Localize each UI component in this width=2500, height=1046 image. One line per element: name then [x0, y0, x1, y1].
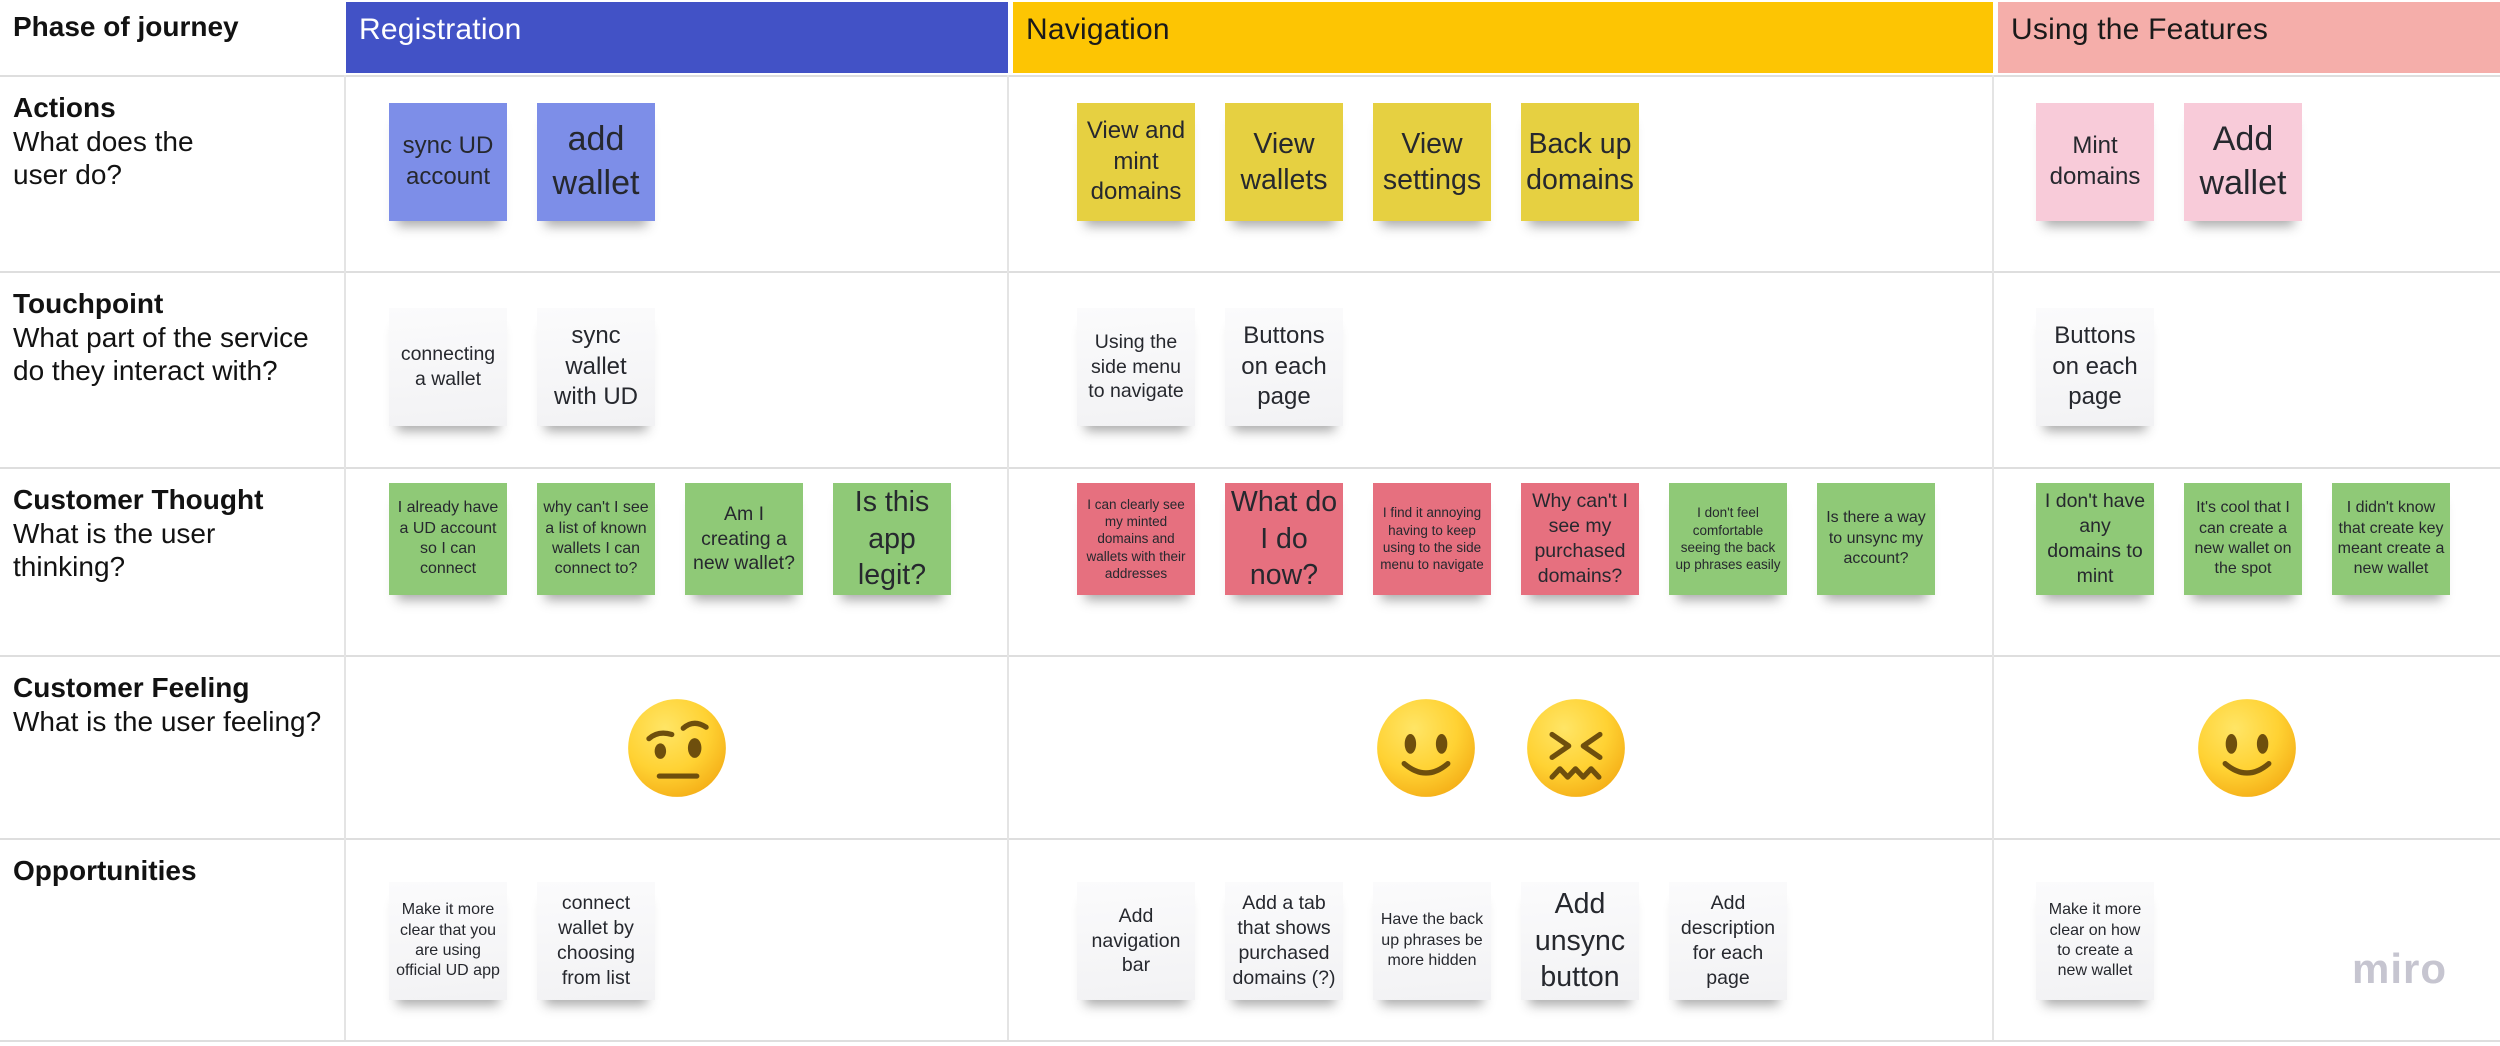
row-title: Actions [13, 92, 116, 123]
sticky-note[interactable]: I don't feel comfortable seeing the back… [1669, 483, 1787, 595]
sticky-note[interactable]: Have the back up phrases be more hidden [1373, 882, 1491, 1000]
row-title: Phase of journey [13, 11, 239, 42]
row-title: Customer Feeling [13, 672, 250, 703]
cell-registration-feelings [346, 657, 1008, 838]
sticky-note[interactable]: sync UD account [389, 103, 507, 221]
sticky-note[interactable]: Mint domains [2036, 103, 2154, 221]
row-label-touchpoint: Touchpoint What part of the service do t… [0, 271, 345, 388]
sticky-note[interactable]: why can't I see a list of known wallets … [537, 483, 655, 595]
row-title: Touchpoint [13, 288, 164, 319]
cell-registration-thoughts: I already have a UD account so I can con… [346, 469, 1008, 653]
cell-navigation-thoughts: I can clearly see my minted domains and … [1008, 469, 1993, 653]
sticky-note[interactable]: I didn't know that create key meant crea… [2332, 483, 2450, 595]
row-label-actions: Actions What does the user do? [0, 75, 345, 192]
phase-label: Using the Features [2011, 13, 2269, 46]
row-divider [0, 1040, 2500, 1042]
sticky-note[interactable]: What do I do now? [1225, 483, 1343, 595]
sticky-note[interactable]: Buttons on each page [1225, 308, 1343, 426]
sticky-note[interactable]: connect wallet by choosing from list [537, 882, 655, 1000]
sticky-note[interactable]: Add unsync button [1521, 882, 1639, 1000]
cell-features-actions: Mint domains Add wallet [1993, 77, 2500, 269]
sticky-note[interactable]: View settings [1373, 103, 1491, 221]
row-divider [0, 655, 2500, 657]
row-label-customer-feeling: Customer Feeling What is the user feelin… [0, 655, 345, 738]
sticky-note[interactable]: connecting a wallet [389, 308, 507, 426]
sticky-note[interactable]: I can clearly see my minted domains and … [1077, 483, 1195, 595]
sticky-note[interactable]: View wallets [1225, 103, 1343, 221]
sticky-note[interactable]: Add description for each page [1669, 882, 1787, 1000]
column-divider [344, 75, 346, 1040]
miro-logo: miro [2352, 945, 2448, 992]
sticky-note[interactable]: sync wallet with UD [537, 308, 655, 426]
sticky-note[interactable]: I don't have any domains to mint [2036, 483, 2154, 595]
cell-features-opportunities: Make it more clear on how to create a ne… [1993, 840, 2500, 1038]
column-divider [1007, 75, 1009, 1040]
cell-features-touchpoints: Buttons on each page [1993, 273, 2500, 465]
sticky-note[interactable]: Make it more clear on how to create a ne… [2036, 882, 2154, 1000]
sticky-note[interactable]: I find it annoying having to keep using … [1373, 483, 1491, 595]
row-divider [0, 467, 2500, 469]
cell-navigation-actions: View and mint domains View wallets View se… [1008, 77, 1993, 269]
row-title: Opportunities [13, 855, 197, 886]
row-subtitle: What does the user do? [13, 125, 194, 191]
phase-band-using-the-features[interactable]: Using the Features [1998, 2, 2500, 73]
sticky-note[interactable]: add wallet [537, 103, 655, 221]
sticky-note[interactable]: Back up domains [1521, 103, 1639, 221]
sticky-note[interactable]: Why can't I see my purchased domains? [1521, 483, 1639, 595]
cell-navigation-feelings [1008, 657, 1993, 838]
sticky-note[interactable]: It's cool that I can create a new wallet… [2184, 483, 2302, 595]
row-label-opportunities: Opportunities [0, 838, 345, 888]
sticky-note[interactable]: I already have a UD account so I can con… [389, 483, 507, 595]
phase-label: Registration [359, 13, 522, 46]
row-label-phase-of-journey: Phase of journey [0, 0, 345, 44]
row-divider [0, 271, 2500, 273]
sticky-note[interactable]: Make it more clear that you are using of… [389, 882, 507, 1000]
slightly-smiling-face-emoji[interactable] [2195, 696, 2299, 800]
sticky-note[interactable]: Using the side menu to navigate [1077, 308, 1195, 426]
cell-navigation-opportunities: Add navigation bar Add a tab that shows p… [1008, 840, 1993, 1038]
cell-registration-actions: sync UD account add wallet [346, 77, 1008, 269]
cell-features-thoughts: I don't have any domains to mint It's coo… [1993, 469, 2500, 653]
phase-band-registration[interactable]: Registration [346, 2, 1008, 73]
cell-registration-opportunities: Make it more clear that you are using of… [346, 840, 1008, 1038]
sticky-note[interactable]: Am I creating a new wallet? [685, 483, 803, 595]
face-with-raised-eyebrow-emoji[interactable] [625, 696, 729, 800]
sticky-note[interactable]: Is this app legit? [833, 483, 951, 595]
row-subtitle: What is the user feeling? [13, 705, 322, 737]
row-divider [0, 838, 2500, 840]
row-label-customer-thought: Customer Thought What is the user thinki… [0, 467, 345, 584]
sticky-note[interactable]: Is there a way to unsync my account? [1817, 483, 1935, 595]
cell-features-feelings [1993, 657, 2500, 838]
row-divider [0, 75, 2500, 77]
cell-registration-touchpoints: connecting a wallet sync wallet with UD [346, 273, 1008, 465]
phase-band-navigation[interactable]: Navigation [1013, 2, 1993, 73]
row-subtitle: What part of the service do they interac… [13, 321, 309, 387]
column-divider [1992, 75, 1994, 1040]
sticky-note[interactable]: Add wallet [2184, 103, 2302, 221]
sticky-note[interactable]: Buttons on each page [2036, 308, 2154, 426]
sticky-note[interactable]: View and mint domains [1077, 103, 1195, 221]
row-title: Customer Thought [13, 484, 264, 515]
slightly-smiling-face-emoji[interactable] [1374, 696, 1478, 800]
cell-navigation-touchpoints: Using the side menu to navigate Buttons o… [1008, 273, 1993, 465]
confounded-face-emoji[interactable] [1524, 696, 1628, 800]
sticky-note[interactable]: Add a tab that shows purchased domains (… [1225, 882, 1343, 1000]
phase-label: Navigation [1026, 13, 1170, 46]
row-subtitle: What is the user thinking? [13, 517, 216, 583]
sticky-note[interactable]: Add navigation bar [1077, 882, 1195, 1000]
